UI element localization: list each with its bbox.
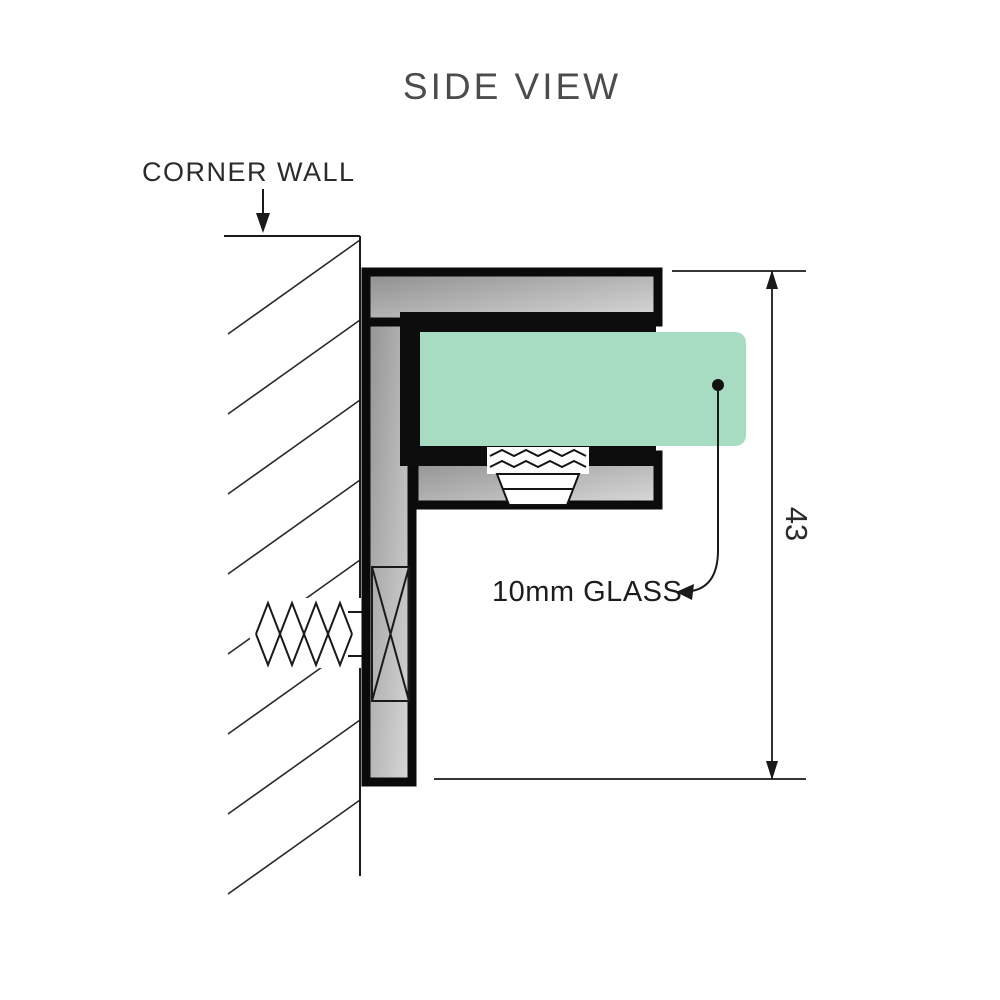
glass-leader-dot	[712, 379, 724, 391]
screw-head	[371, 566, 410, 702]
glass-panel	[420, 332, 746, 446]
glass-leader-arrowhead	[676, 584, 694, 600]
dimension-group: 43	[434, 270, 814, 780]
gasket-rib-top	[489, 448, 587, 458]
glass-label: 10mm GLASS	[492, 576, 682, 608]
dimension-arrow-top	[766, 270, 778, 289]
glass-seal-wedge	[487, 447, 589, 506]
gasket-rib-bottom	[489, 459, 587, 469]
screw-thread	[255, 600, 366, 668]
glass-leader-line	[691, 390, 719, 592]
screw-background	[250, 598, 364, 668]
diagram-title: SIDE VIEW	[403, 66, 621, 107]
screw-head-outline	[371, 566, 410, 702]
dimension-arrow-bottom	[766, 761, 778, 780]
corner-wall-label: CORNER WALL	[142, 157, 356, 187]
corner-wall-arrowhead	[256, 213, 270, 233]
glass-channel-lining	[400, 312, 656, 466]
dimension-label: 43	[779, 507, 814, 541]
screw-head-cross	[371, 566, 410, 702]
wall-hatching	[227, 239, 361, 895]
